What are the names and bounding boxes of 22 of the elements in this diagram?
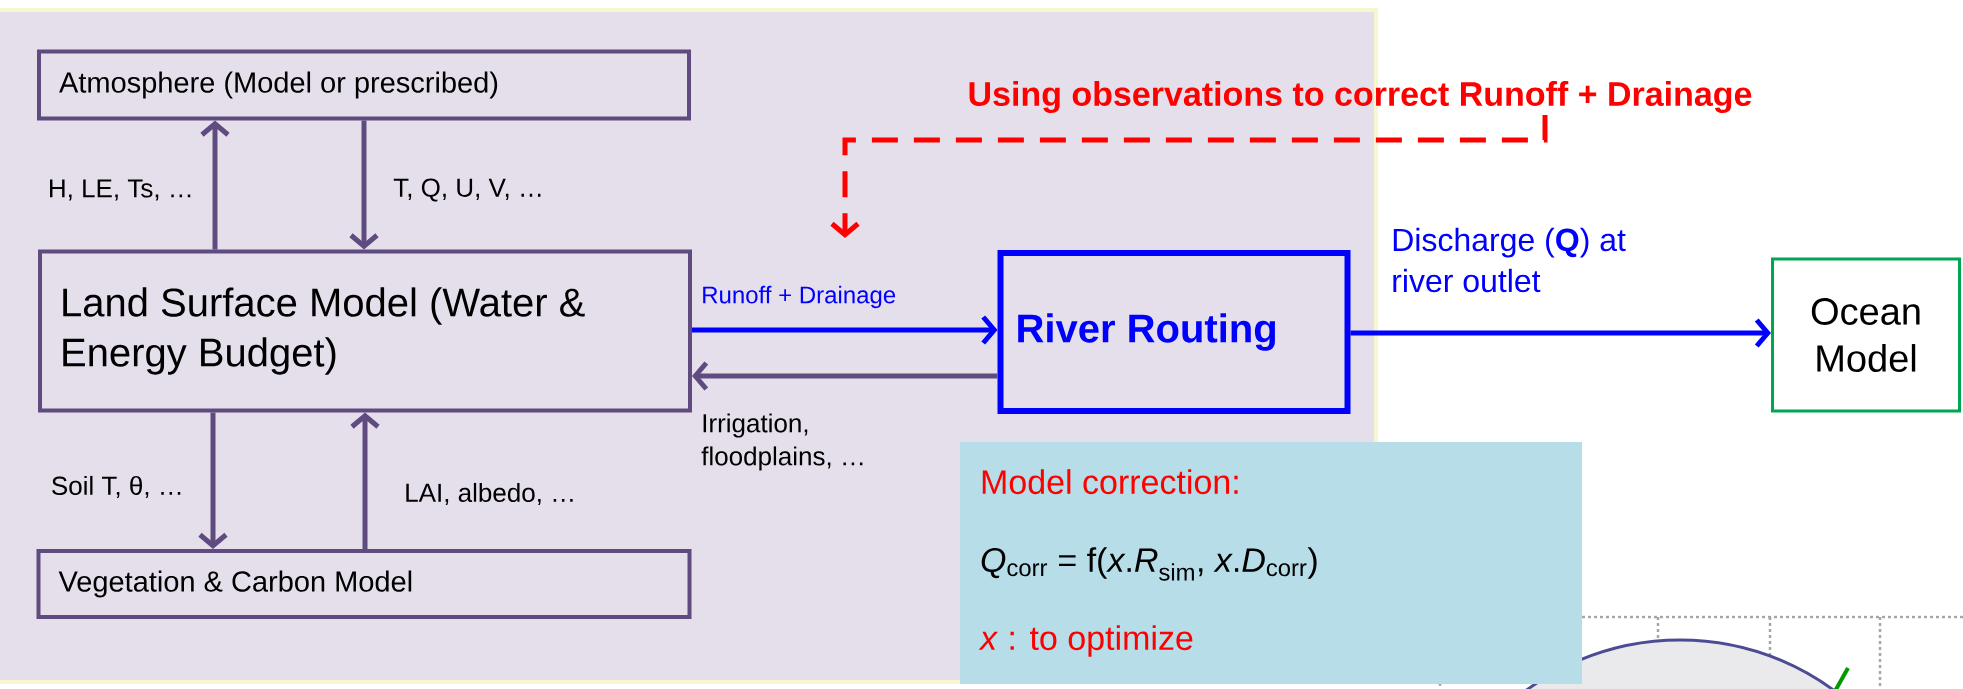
arrow [692, 361, 998, 391]
model-box: Atmosphere (Model or prescribed) [37, 49, 691, 121]
arrow [200, 120, 230, 250]
edge-label: Irrigation, floodplains, … [701, 413, 863, 471]
edge-label: LAI, albedo, … [406, 482, 573, 506]
edge-label: Soil T, θ, … [52, 475, 181, 499]
model-box: Vegetation & Carbon Model [36, 549, 692, 619]
edge-label: Discharge (Q) at river outlet [1393, 227, 1626, 293]
edge-label: T, Q, U, V, … [393, 178, 541, 202]
arrow [1350, 318, 1771, 348]
arrow [198, 412, 228, 549]
arrow [349, 120, 379, 250]
heading: Using observations to correct Runoff + Drainage [969, 81, 1752, 113]
arrow [692, 315, 998, 345]
model-box: Land Surface Model (Water & Energy Budget) [38, 249, 692, 413]
edge-label: Runoff + Drainage [703, 285, 896, 309]
arrow [350, 412, 380, 549]
arrow [830, 115, 1548, 238]
process-box: Ocean Model [1771, 257, 1961, 413]
note-box: Model correction: Q$_{corr}$ = f(x.R$_{sim}$, x.D$_{corr}$) x : to optimize [960, 442, 1582, 684]
process-box: River Routing [997, 250, 1351, 414]
edge-label: H, LE, Ts, … [50, 179, 191, 201]
